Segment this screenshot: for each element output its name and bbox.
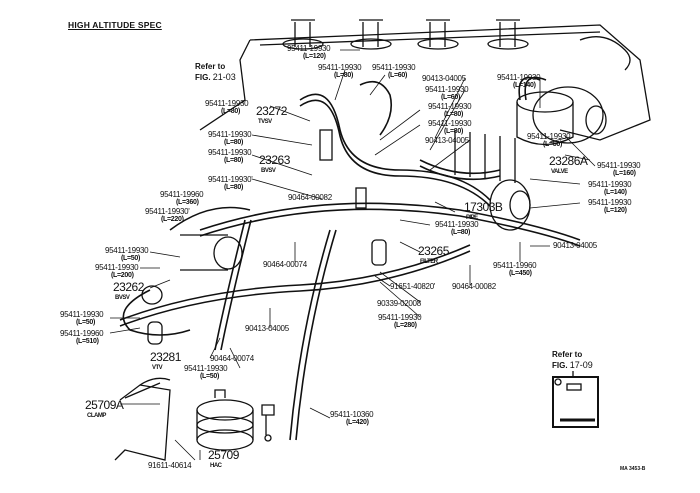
ref-num: 21-03 <box>212 72 236 82</box>
ref-text: Refer to <box>552 350 583 359</box>
part-label: 90464-00074 <box>210 354 254 363</box>
part-label: 90413-04005 <box>553 241 597 250</box>
hac-unit <box>196 389 254 451</box>
part-label: 95411-19930'(L=80) <box>208 175 253 192</box>
ref-fig: FIG. <box>552 361 568 370</box>
part-label: 95411-19930(L=60) <box>425 85 469 102</box>
part-label: 95411-19930(L=50) <box>184 364 228 381</box>
part-label: 95411-19930(L=120) <box>588 198 632 215</box>
part-label: 95411-19930(L=80) <box>428 102 472 119</box>
part-label: 90413-04005 <box>425 136 469 145</box>
spark-plug-towers <box>282 19 529 50</box>
ref-num: 17-09 <box>569 360 593 370</box>
part-label: 95411-19930(L=120) <box>287 44 331 61</box>
part-label: 90413-04005 <box>245 324 289 333</box>
part-label: 95411-19930(L=200) <box>95 263 139 280</box>
part-label: 90464-00082 <box>288 193 332 202</box>
part-label: 95411-19930(L=80) <box>435 220 479 237</box>
page-title: HIGH ALTITUDE SPEC <box>68 20 162 30</box>
part-label: 95411-19930(L=80) <box>428 119 472 136</box>
part-label: 90339-02008 <box>377 299 421 308</box>
part-label: 95411-19930(L=140) <box>588 180 632 197</box>
part-label: 95411-19930(L=80) <box>208 148 252 165</box>
part-label: 95411-19930(L=80) <box>318 63 362 80</box>
part-label: 90464-00082 <box>452 282 496 291</box>
leader-lines <box>109 49 596 461</box>
part-label: 91651-40820' <box>390 282 436 291</box>
part-label: 90464-00074 <box>263 260 307 269</box>
part-label: 95411-19960(L=510) <box>60 329 104 346</box>
ref-text: Refer to <box>195 62 226 71</box>
part-label: 95411-19930(L=50) <box>105 246 149 263</box>
vacuum-hoses <box>119 76 581 441</box>
drawing-code: MA 3453-B <box>620 466 646 472</box>
part-label: 95411-19930(L=50) <box>527 132 571 149</box>
part-label: 95411-19930(L=280) <box>378 313 422 330</box>
part-label: 95411-19930(L=50) <box>60 310 104 327</box>
part-label: 95411-19930(L=80) <box>208 130 252 147</box>
ref-fig: FIG. <box>195 73 211 82</box>
part-label: 91611-40614 <box>148 461 192 470</box>
part-label: 95411-19960(L=450) <box>493 261 537 278</box>
fig-reference-21-03[interactable]: Refer to FIG. 21-03 <box>195 62 236 83</box>
part-label: 95411-10360(L=420) <box>330 410 374 427</box>
part-label: 95411-19930(L=60) <box>372 63 416 80</box>
fig-reference-17-09[interactable]: Refer to FIG. 17-09 <box>552 350 593 371</box>
part-label: 95411-19930(L=160) <box>597 161 641 178</box>
part-label: 95411-19930(L=80) <box>205 99 249 116</box>
part-label: 90413-04005 <box>422 74 466 83</box>
part-label: 95411-19930(L=140) <box>497 73 541 90</box>
part-label: 95411-19930'(L=220) <box>145 207 190 224</box>
part-label: 95411-19960(L=360) <box>160 190 204 207</box>
